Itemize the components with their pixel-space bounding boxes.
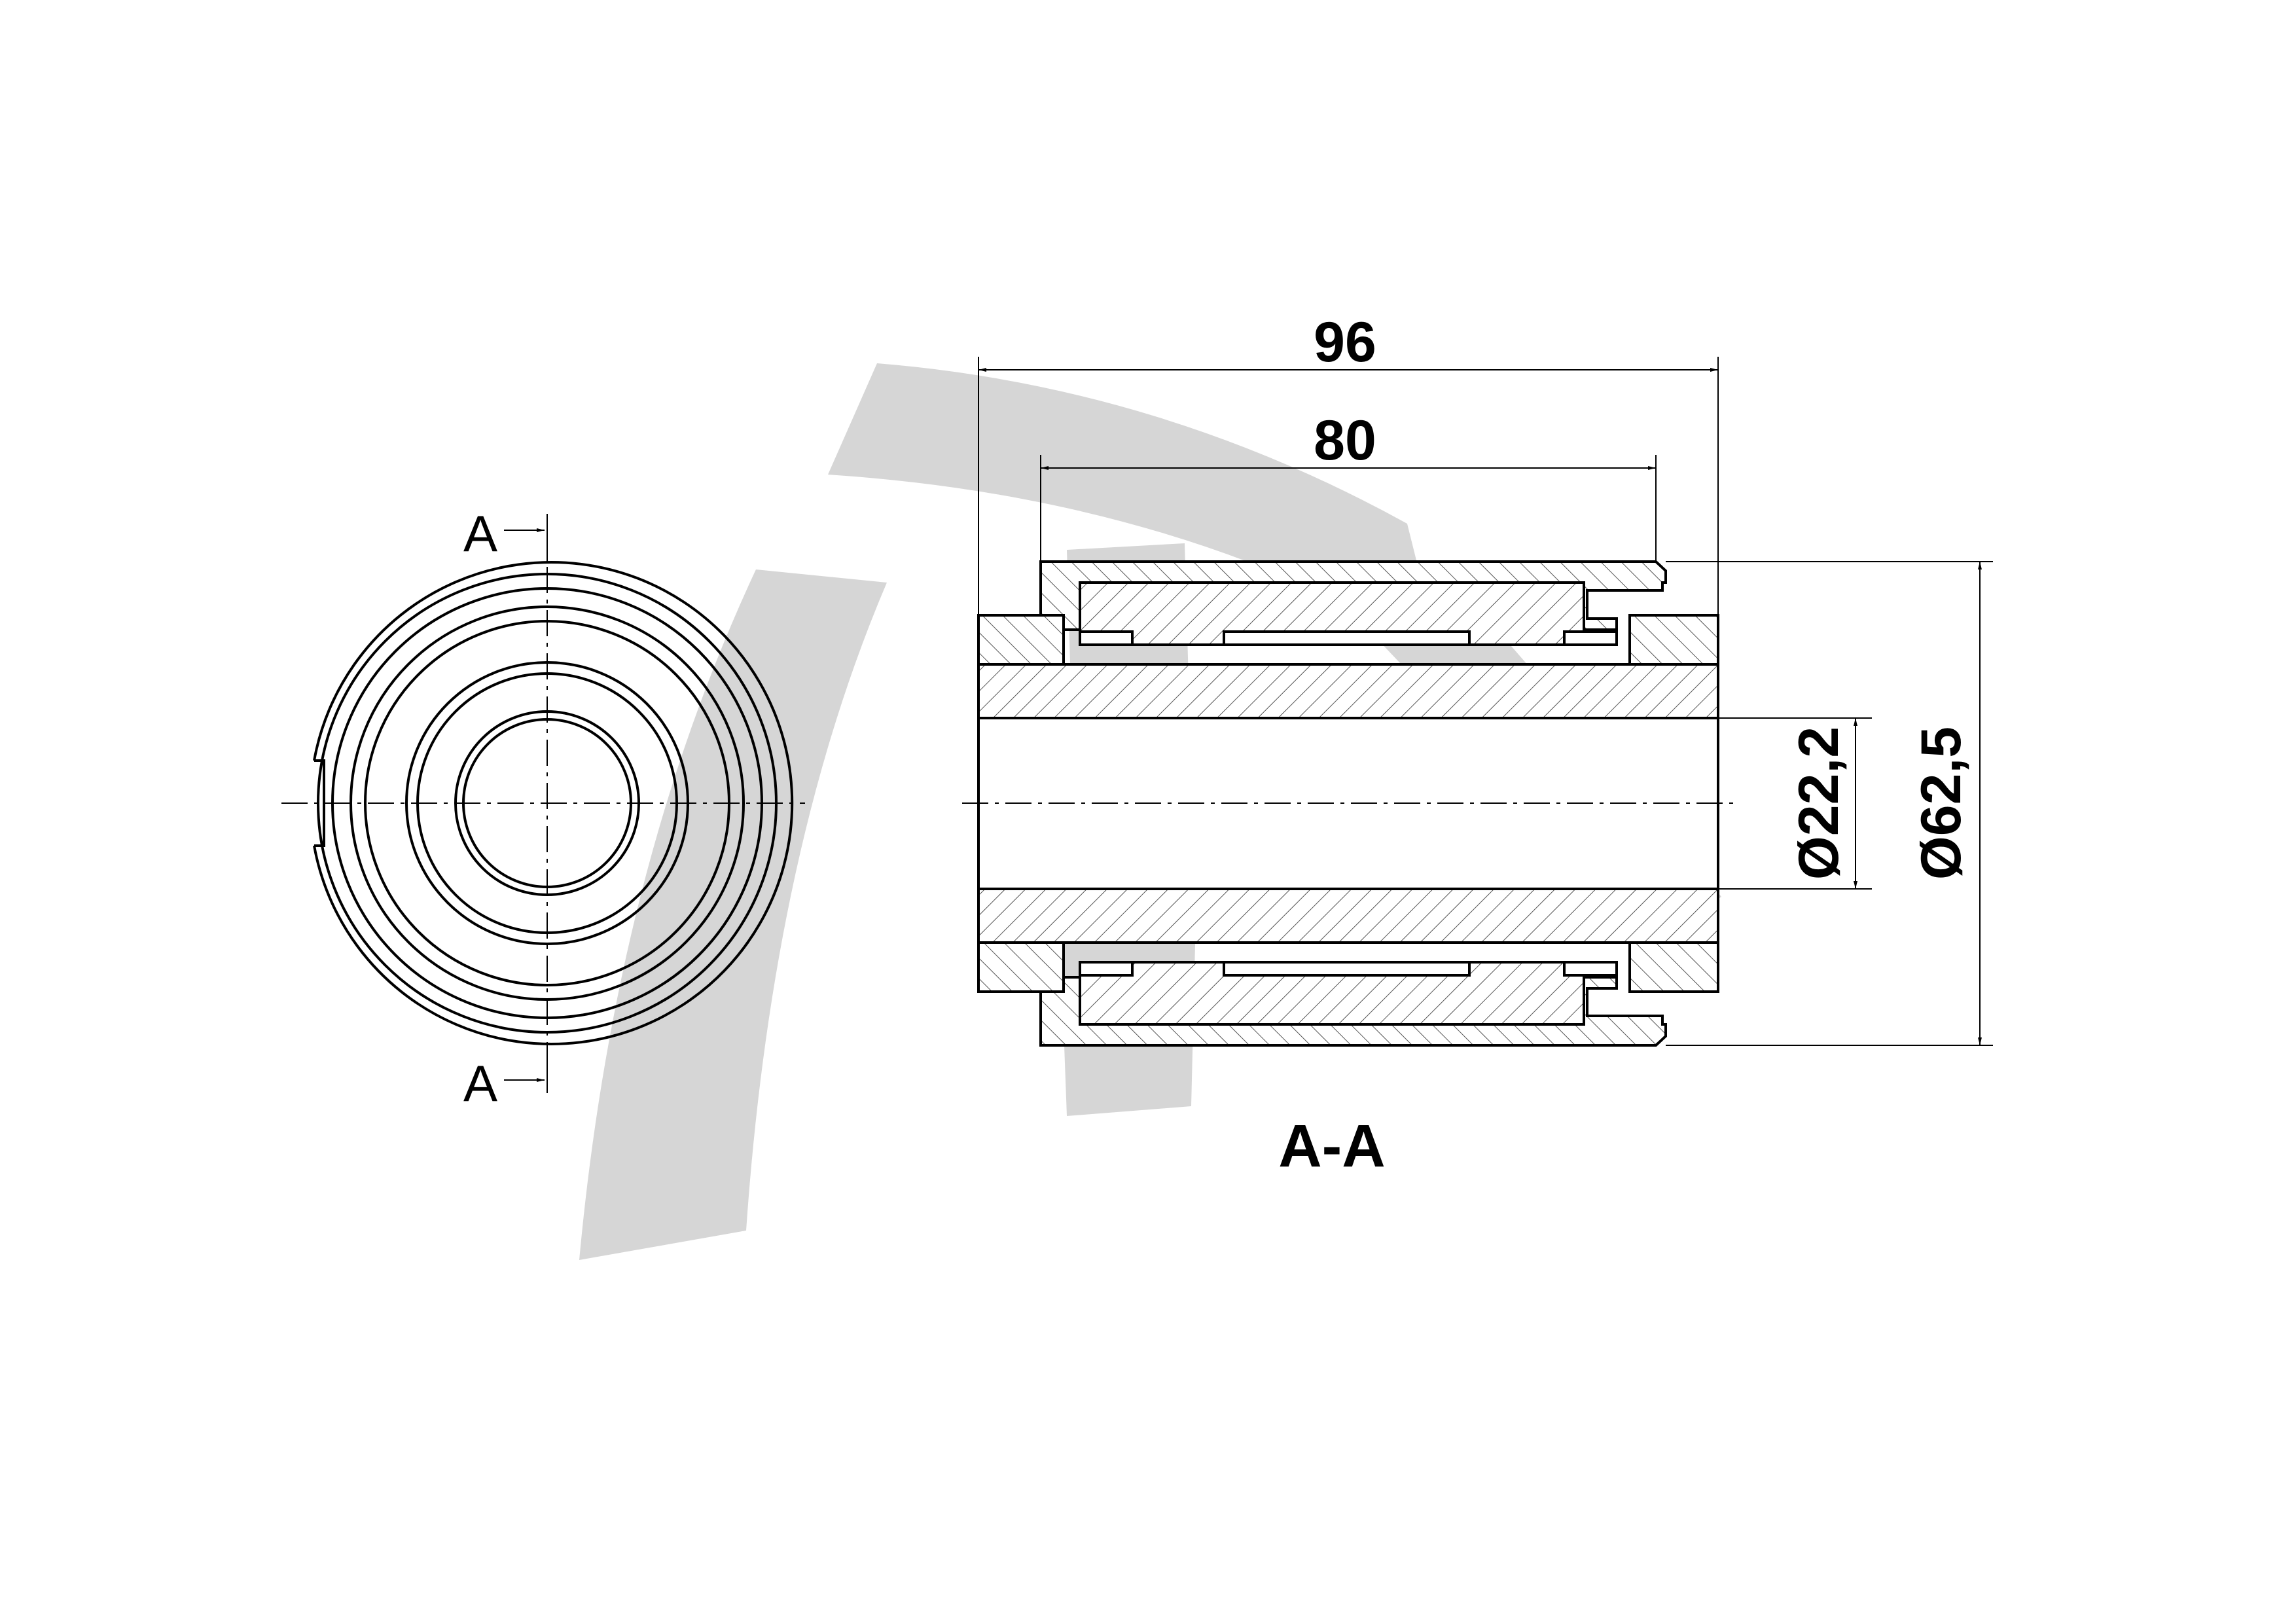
end-cap-left-bottom bbox=[977, 941, 1065, 993]
slot-left-bottom bbox=[1079, 961, 1134, 977]
section-view-label: A-A bbox=[1278, 1113, 1386, 1180]
watermark-stroke-top bbox=[828, 363, 1440, 655]
slot-mid-top bbox=[1223, 630, 1471, 646]
slot-edge bbox=[314, 759, 325, 847]
slot-right-bottom bbox=[1563, 961, 1618, 977]
front-view: A A bbox=[281, 505, 805, 1112]
dim-outer-diameter: Ø62,5 bbox=[1910, 727, 1973, 880]
slot-left-top bbox=[1079, 630, 1134, 646]
dim-inner-diameter: Ø22,2 bbox=[1787, 727, 1850, 880]
section-marker-top: A bbox=[463, 505, 497, 562]
section-view: 96 80 Ø22,2 Ø62,5 A-A bbox=[962, 311, 1993, 1180]
bore bbox=[977, 717, 1719, 890]
inner-sleeve-top bbox=[977, 663, 1719, 719]
end-cap-right-top bbox=[1628, 614, 1719, 666]
slot-right-top bbox=[1563, 630, 1618, 646]
watermark-stroke-left bbox=[579, 569, 887, 1260]
section-marker-bottom: A bbox=[463, 1054, 497, 1112]
end-cap-right-bottom bbox=[1628, 941, 1719, 993]
inner-sleeve-bottom bbox=[977, 888, 1719, 944]
slot-mid-bottom bbox=[1223, 961, 1471, 977]
end-cap-left-top bbox=[977, 614, 1065, 666]
dim-inner-length: 80 bbox=[1314, 409, 1376, 472]
dim-overall-length: 96 bbox=[1314, 311, 1376, 374]
